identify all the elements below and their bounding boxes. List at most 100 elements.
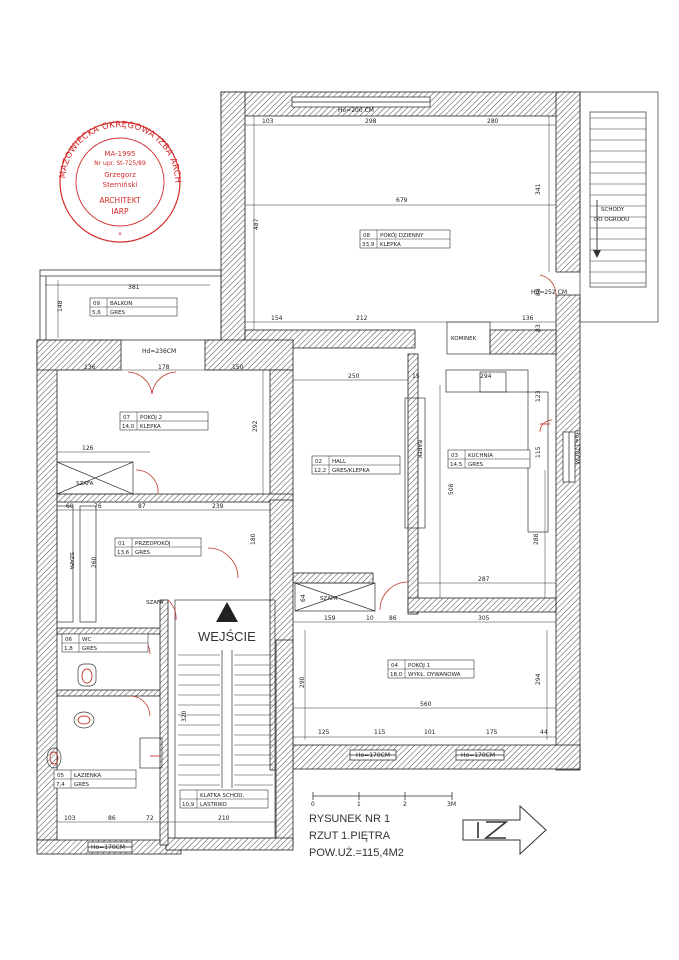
door-klatka bbox=[167, 599, 177, 621]
stamp-line1: MA-1995 bbox=[104, 150, 135, 158]
room-number: 04 bbox=[391, 663, 398, 669]
door-bath bbox=[129, 695, 151, 717]
window-room1b-caption: Ho=170CM bbox=[461, 752, 495, 759]
dim-83: 83 bbox=[535, 324, 542, 332]
window-top-caption: Ho=200 CM bbox=[338, 107, 374, 114]
fireplace bbox=[446, 321, 491, 355]
room-area: 18,0 bbox=[390, 672, 403, 678]
room-area: 12,2 bbox=[314, 468, 326, 474]
window-room1a-caption: Ho=170CM bbox=[356, 752, 390, 759]
dim-250: 250 bbox=[348, 373, 360, 380]
wall-right-mid bbox=[555, 294, 581, 771]
stamp-star-icon: * bbox=[118, 231, 122, 239]
room-finish: GRES bbox=[82, 646, 98, 652]
room-area: 5,6 bbox=[92, 310, 101, 316]
window-bath-caption: Ho=170CM bbox=[91, 844, 125, 851]
dim-125: 125 bbox=[318, 729, 330, 736]
room-name: POKÓJ 1 bbox=[408, 662, 430, 669]
dim-115-kitchen: 115 bbox=[535, 446, 542, 458]
door-kitchen bbox=[379, 581, 409, 611]
room-finish: GRES bbox=[468, 462, 484, 468]
dim-72: 72 bbox=[146, 815, 154, 822]
room-name: WC bbox=[82, 637, 91, 643]
room-number: 08 bbox=[363, 233, 370, 239]
misc-labels: SCHODY DO OGRODU KOMINEK BAREK SZAFA SZA… bbox=[68, 207, 629, 644]
window-hd252-caption: Hd=252 CM bbox=[531, 289, 567, 296]
room-finish: LASTRIKO bbox=[200, 802, 228, 808]
wall-left-upper bbox=[220, 91, 246, 343]
wardrobe-room1 bbox=[294, 582, 376, 612]
dim-239: 239 bbox=[212, 503, 224, 510]
wall-left-lower bbox=[36, 339, 58, 841]
room-number: 02 bbox=[315, 459, 322, 465]
dim-341: 341 bbox=[535, 183, 542, 195]
garden-arrow-head bbox=[593, 250, 601, 258]
room-name: BALKON bbox=[110, 301, 132, 307]
stamp-ring-text: MAZOWIECKA OKRĘGOWA IZBA ARCHITEKTÓW RP bbox=[0, 0, 182, 183]
red-fixtures bbox=[49, 423, 550, 765]
wall-right-upper bbox=[555, 91, 581, 273]
dim-212: 212 bbox=[356, 315, 368, 322]
dim-148: 148 bbox=[57, 300, 64, 312]
wardrobe-room2 bbox=[56, 461, 134, 495]
drawing-caption: RYSUNEK NR 1 RZUT 1.PIĘTRA POW.UŻ.=115,4… bbox=[309, 813, 404, 859]
wall-room1-bottom bbox=[292, 744, 581, 770]
dim-288: 288 bbox=[533, 533, 540, 545]
stamp-line5: ARCHITEKT bbox=[99, 196, 141, 205]
dim-280: 280 bbox=[487, 118, 499, 125]
room-area: 33,9 bbox=[362, 242, 375, 248]
stamp-line6: IARP bbox=[111, 207, 129, 216]
stairwell bbox=[174, 599, 276, 839]
dim-64: 64 bbox=[300, 594, 307, 602]
room-name: POKÓJ DZIENNY bbox=[380, 232, 424, 239]
wall-stair-bottom bbox=[165, 837, 294, 851]
stamp-line4: Sterniński bbox=[103, 181, 138, 189]
wall-room2-right bbox=[269, 369, 294, 499]
bar-counter bbox=[404, 397, 426, 529]
schody-label: SCHODY bbox=[601, 207, 625, 213]
entrance-arrow-icon bbox=[216, 602, 238, 622]
kominek-label: KOMINEK bbox=[451, 336, 477, 342]
dim-175: 175 bbox=[486, 729, 498, 736]
dim-180: 180 bbox=[250, 533, 257, 545]
dim-123: 123 bbox=[535, 390, 542, 402]
dim-86-room1: 86 bbox=[389, 615, 397, 622]
door-balcony-b bbox=[151, 371, 177, 395]
north-arrow-icon bbox=[462, 804, 547, 856]
room-area: 14,5 bbox=[450, 462, 463, 468]
dim-86-bath: 86 bbox=[108, 815, 116, 822]
door-balcony bbox=[127, 371, 153, 395]
kitchen-sink bbox=[479, 371, 507, 393]
wall-room1-top bbox=[292, 572, 374, 584]
room-finish: GRES/KLEPKA bbox=[332, 468, 370, 474]
room-area: 13,6 bbox=[117, 550, 130, 556]
sink-bath bbox=[73, 711, 95, 729]
dim-508: 508 bbox=[448, 483, 455, 495]
dim-60: 60 bbox=[66, 503, 74, 510]
dim-159: 159 bbox=[324, 615, 336, 622]
caption-line1: RYSUNEK NR 1 bbox=[309, 813, 390, 825]
door-kitchen-window bbox=[539, 419, 553, 433]
room-name: KUCHNIA bbox=[468, 453, 493, 459]
dim-298: 298 bbox=[365, 118, 377, 125]
dim-87: 87 bbox=[138, 503, 146, 510]
dim-136-room2: 136 bbox=[84, 364, 96, 371]
dim-287: 287 bbox=[478, 576, 490, 583]
room-finish: KLEPKA bbox=[140, 424, 161, 430]
room-area: 14,0 bbox=[122, 424, 135, 430]
dimension-texts: 103 298 280 679 341 487 381 148 154 212 … bbox=[57, 118, 548, 822]
room-number: 05 bbox=[57, 773, 64, 779]
scale-tick-3: 3M bbox=[447, 801, 456, 808]
wardrobe-hall-mid bbox=[79, 505, 97, 623]
scale-tick-1: 1 bbox=[357, 801, 361, 808]
wardrobe-hall-left bbox=[56, 505, 74, 623]
walls bbox=[36, 91, 581, 855]
fixtures bbox=[46, 321, 549, 839]
szafa-hall-label: SZAFA bbox=[68, 552, 74, 570]
